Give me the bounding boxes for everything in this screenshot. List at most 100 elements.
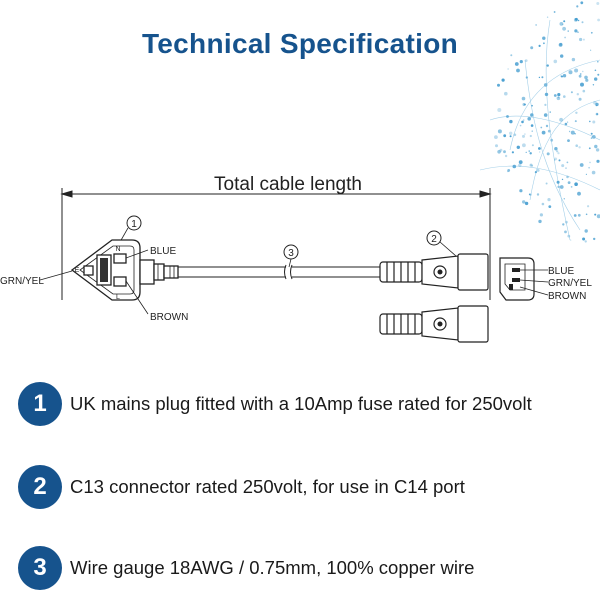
globe-dot xyxy=(561,178,564,181)
globe-dot xyxy=(553,11,556,13)
globe-dot xyxy=(554,147,558,151)
globe-dot xyxy=(543,42,545,45)
globe-dot xyxy=(527,117,531,121)
globe-dot xyxy=(541,202,545,206)
globe-dot xyxy=(531,144,534,147)
globe-dot xyxy=(519,60,523,64)
globe-dot xyxy=(553,94,557,97)
spec-number-badge: 2 xyxy=(18,465,62,509)
globe-dot xyxy=(541,76,544,79)
globe-dot xyxy=(596,214,600,219)
globe-dot xyxy=(587,205,590,208)
globe-dot xyxy=(574,120,577,123)
globe-dot xyxy=(499,148,503,152)
globe-dot xyxy=(560,74,563,78)
globe-dot xyxy=(538,147,541,150)
callout-3: 3 xyxy=(283,244,299,268)
globe-dot xyxy=(521,120,524,124)
globe-dot xyxy=(509,119,513,124)
globe-dot xyxy=(590,137,593,139)
globe-dot xyxy=(595,148,600,152)
globe-mesh xyxy=(479,19,600,241)
spec-number-badge: 1 xyxy=(18,382,62,426)
globe-dot xyxy=(521,96,526,101)
globe-dot xyxy=(563,20,566,23)
globe-dot xyxy=(554,157,558,161)
globe-dot xyxy=(528,193,531,196)
globe-dot xyxy=(531,130,533,132)
globe-dot xyxy=(522,119,525,121)
globe-dot xyxy=(568,130,571,133)
page-title: Technical Specification xyxy=(141,28,459,59)
globe-dot xyxy=(576,93,579,96)
globe-dot xyxy=(567,181,571,185)
globe-dot xyxy=(577,31,579,33)
globe-dot xyxy=(588,166,590,169)
globe-dot xyxy=(564,230,567,234)
c13-connector-bottom xyxy=(379,305,489,343)
globe-dot xyxy=(497,108,502,112)
globe-dot xyxy=(590,132,593,135)
globe-dot xyxy=(595,112,599,116)
globe-dot xyxy=(564,36,566,39)
globe-dot xyxy=(560,54,564,58)
globe-dot xyxy=(582,38,585,41)
globe-dot xyxy=(563,95,566,98)
network-globe-graphic xyxy=(479,1,600,243)
globe-dot xyxy=(504,91,508,96)
globe-dot xyxy=(574,133,576,135)
globe-dot xyxy=(573,18,578,22)
globe-dot xyxy=(545,182,548,185)
globe-dot xyxy=(562,23,564,25)
globe-dot xyxy=(546,152,550,156)
globe-dot xyxy=(580,82,584,87)
globe-dot xyxy=(579,73,582,75)
svg-text:3: 3 xyxy=(288,248,294,259)
globe-dot xyxy=(545,124,549,128)
globe-dot xyxy=(507,169,511,172)
globe-dot xyxy=(519,189,523,193)
svg-text:2: 2 xyxy=(431,234,437,245)
globe-dot xyxy=(536,193,540,196)
globe-dot xyxy=(584,240,587,243)
globe-dot xyxy=(531,104,533,107)
plug-leaders xyxy=(39,249,149,315)
globe-dot xyxy=(597,18,600,22)
globe-dot xyxy=(539,151,541,153)
globe-dot xyxy=(503,150,506,154)
c13-face xyxy=(499,257,535,301)
globe-dot xyxy=(582,237,586,241)
globe-dot xyxy=(597,60,599,63)
globe-dot xyxy=(547,198,551,202)
globe-dot xyxy=(584,75,588,80)
globe-dot xyxy=(522,143,526,148)
globe-dot xyxy=(578,97,582,101)
globe-dot xyxy=(556,96,561,101)
globe-dot xyxy=(531,165,534,167)
globe-dot xyxy=(525,151,527,153)
globe-dot xyxy=(557,96,560,99)
cable-diagram: Total cable length 1 N L E BLUE BROWN GR… xyxy=(0,174,592,343)
globe-dot xyxy=(501,78,505,82)
globe-dot xyxy=(567,121,569,123)
face-leaders xyxy=(519,269,549,296)
globe-dot xyxy=(509,135,512,138)
c13-connector-top xyxy=(379,253,489,291)
globe-dot xyxy=(582,89,586,93)
globe-dot xyxy=(592,120,596,124)
globe-dot xyxy=(558,43,563,47)
globe-dot xyxy=(597,73,600,76)
spec-item-3: 3 Wire gauge 18AWG / 0.75mm, 100% copper… xyxy=(18,544,474,592)
uk-plug xyxy=(70,239,179,301)
globe-dot xyxy=(562,74,567,78)
globe-dot xyxy=(516,68,520,73)
plug-label-blue: BLUE xyxy=(150,246,176,257)
globe-dot xyxy=(573,214,577,217)
globe-dot xyxy=(558,159,561,162)
globe-dot xyxy=(570,130,575,135)
globe-dot xyxy=(596,113,599,115)
globe-dot xyxy=(570,91,573,94)
callout-1: 1 xyxy=(119,215,142,243)
globe-dot xyxy=(579,37,583,42)
globe-dot xyxy=(557,152,560,155)
